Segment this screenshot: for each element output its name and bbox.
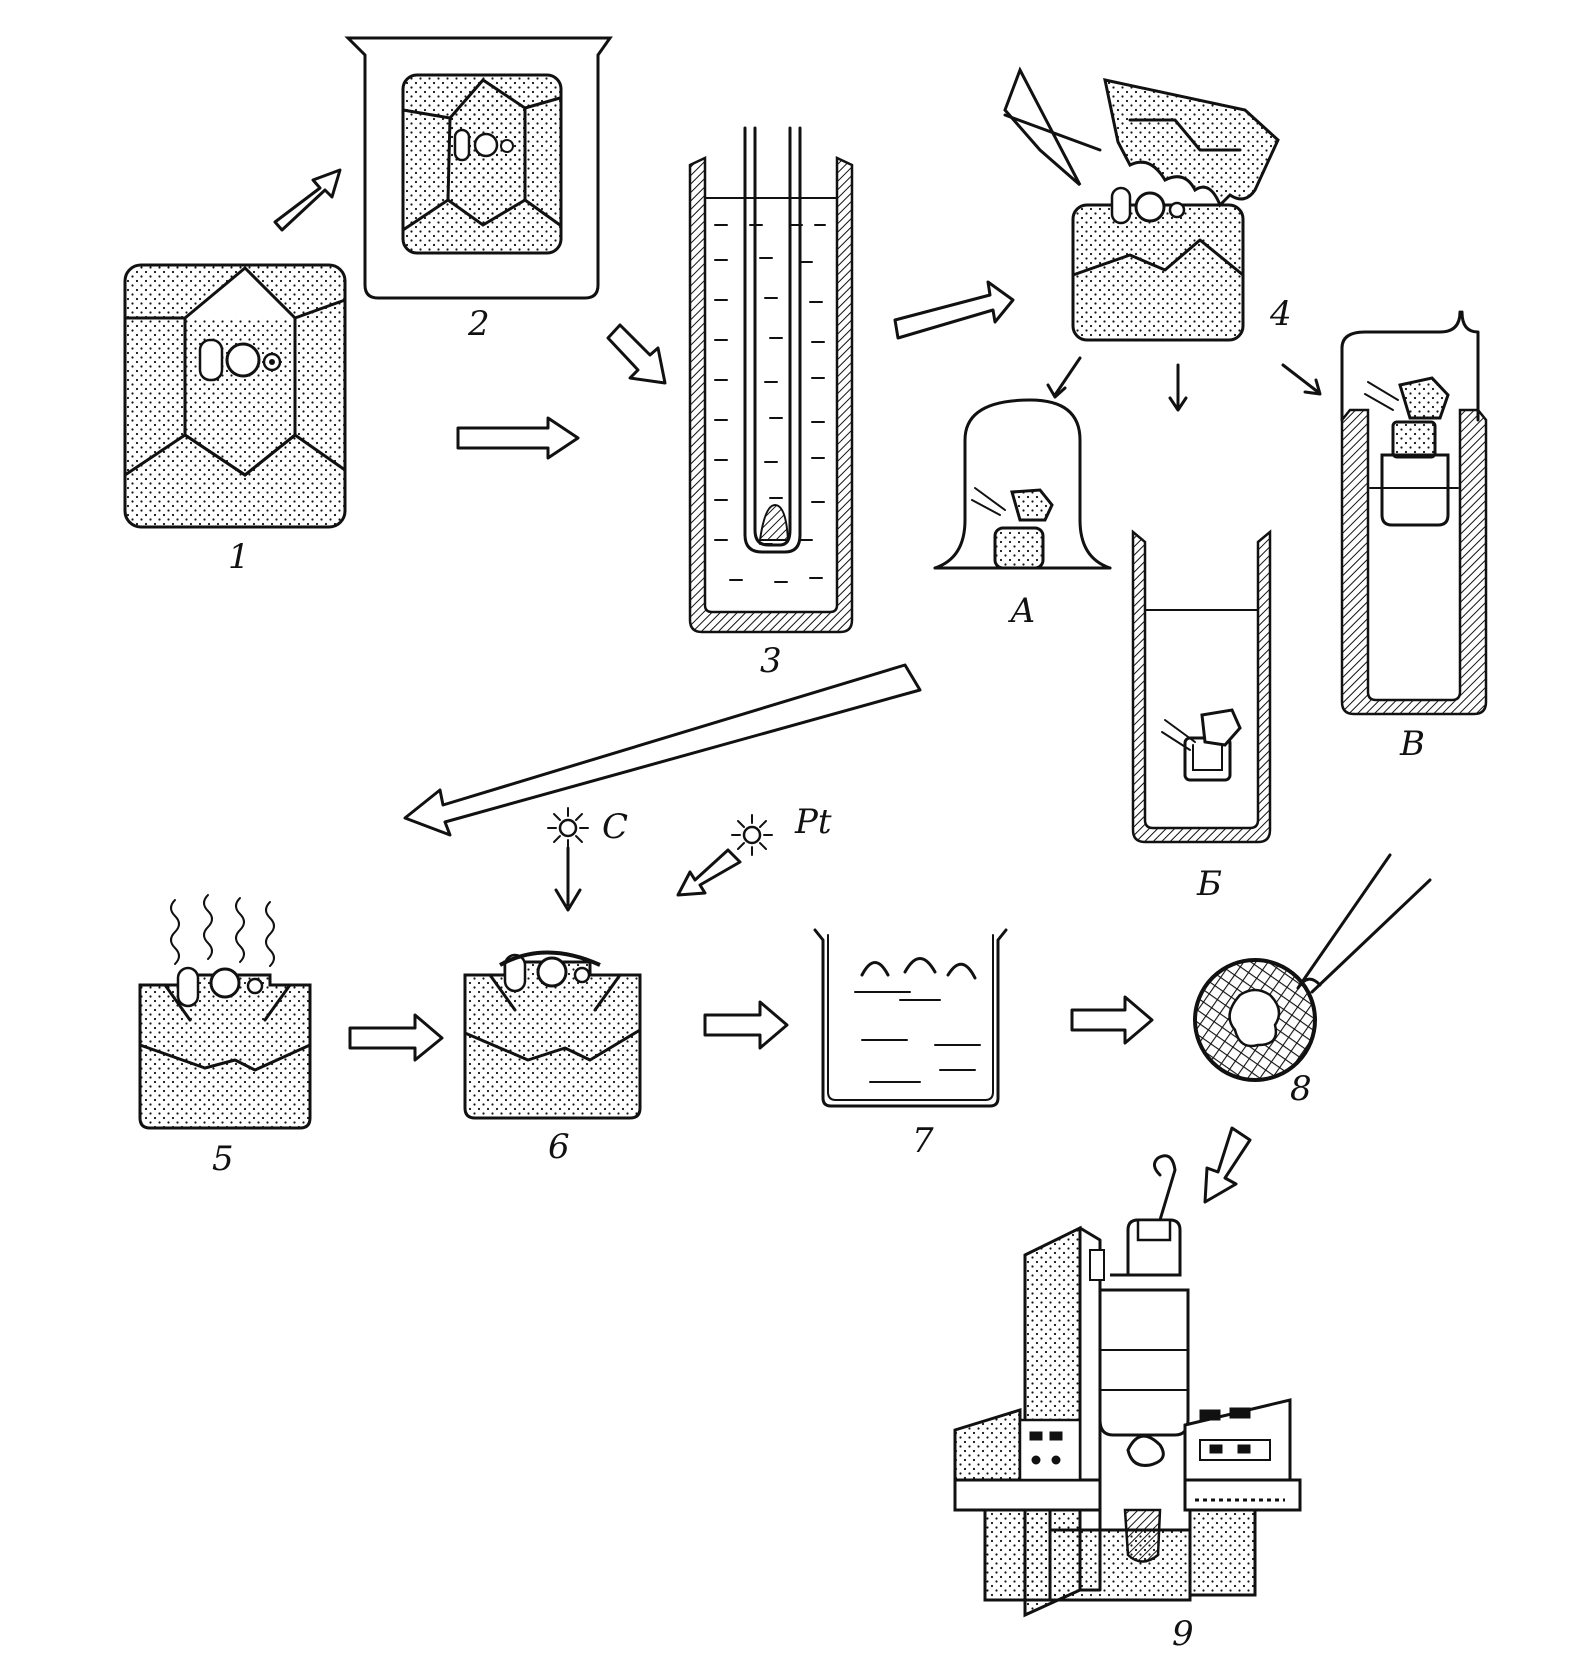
variant-a-bell-jar [933,398,1112,570]
step6-label: 6 [548,1127,570,1167]
left-console-panel [1018,1418,1082,1482]
step1-tissue-block [123,263,347,529]
carbon-source [547,807,589,912]
variant-b-vessel [1131,529,1272,844]
liquid-surface-lines [854,991,981,1083]
step1-label: 1 [228,537,250,577]
step7-label: 7 [912,1121,934,1161]
step4-branch-arrows [1046,356,1322,412]
variant-v-label: В [1399,724,1425,764]
platinum-source [676,814,773,897]
step7-replica-floating [813,928,1008,1108]
step4-label: 4 [1269,294,1292,334]
sublimation-vapor [170,894,275,967]
variant-v-vessel [1340,310,1488,716]
variant-b-label: Б [1196,864,1222,904]
platinum-label: Pt [794,802,832,842]
flow-arrows [273,168,1252,1204]
carbon-label: C [602,807,628,847]
step5-label: 5 [212,1139,234,1179]
step3-label: 3 [760,641,782,681]
right-console-panel [1199,1407,1271,1461]
step2-block-in-container [344,36,613,300]
step3-freezing-dewar [688,126,854,634]
step9-label: 9 [1172,1614,1194,1654]
variant-a-label: А [1008,591,1036,631]
step8-replica-on-grid [1193,853,1432,1082]
step8-label: 8 [1290,1069,1312,1109]
step2-label: 2 [467,304,490,344]
liquid-nitrogen-dashes [714,224,826,583]
step4-fracturing [1003,66,1280,342]
step9-electron-microscope [953,1154,1302,1618]
step6-replica-shadowing [463,950,642,1120]
step5-etched-surface [138,894,312,1130]
